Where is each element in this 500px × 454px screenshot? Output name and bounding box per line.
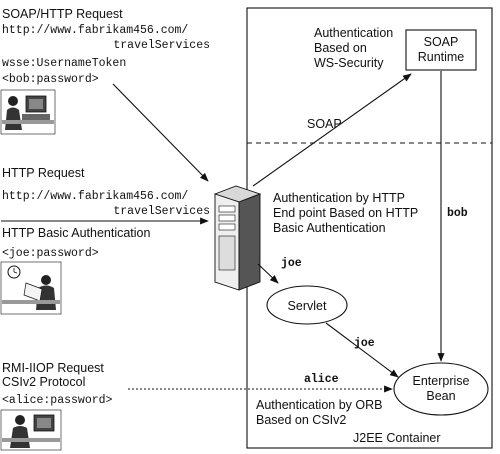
- servlet-to-bean-arrow: [325, 322, 399, 378]
- j2ee-container-label: J2EE Container: [353, 431, 441, 445]
- servlet-node: [266, 285, 348, 325]
- identity-joe-top-label: joe: [281, 257, 302, 270]
- http-credentials: <joe:password>: [2, 247, 99, 260]
- soap-request-title: SOAP/HTTP Request: [2, 7, 123, 21]
- enterprise-bean-node: [393, 362, 489, 416]
- server-to-servlet-arrow: [257, 263, 279, 284]
- rmi-request-title-line1: RMI-IIOP Request: [2, 361, 104, 375]
- ws-security-auth-line3: WS-Security: [314, 56, 384, 70]
- ws-security-auth-line1: Authentication: [314, 26, 393, 40]
- soap-url-line2: travelServices: [113, 39, 210, 52]
- http-request-title: HTTP Request: [2, 166, 85, 180]
- soap-credentials: <bob:password>: [2, 73, 99, 86]
- soap-runtime-label-line2: Runtime: [418, 50, 465, 64]
- soap-url-line1: http://www.fabrikam456.com/: [2, 24, 188, 37]
- http-url-line2: travelServices: [113, 205, 210, 218]
- identity-bob-label: bob: [447, 207, 468, 220]
- http-url-line1: http://www.fabrikam456.com/: [2, 190, 188, 203]
- rmi-credentials: <alice:password>: [2, 394, 113, 407]
- http-auth-line1: Authentication by HTTP: [273, 191, 405, 205]
- http-basic-auth-label: HTTP Basic Authentication: [2, 226, 151, 240]
- soap-request-arrow: [112, 83, 209, 182]
- rmi-request-title-line2: CSIv2 Protocol: [2, 375, 85, 389]
- soap-runtime-box: [405, 29, 477, 71]
- http-auth-line2: End point Based on HTTP: [273, 206, 418, 220]
- server-to-soap-runtime-arrow: [252, 73, 412, 187]
- identity-alice-label: alice: [304, 373, 339, 386]
- ws-security-auth-line2: Based on: [314, 41, 367, 55]
- user-at-computer-icon: [0, 89, 56, 135]
- soap-runtime-label-line1: SOAP: [424, 35, 459, 49]
- http-auth-line3: Basic Authentication: [273, 221, 386, 235]
- soap-token-line: wsse:UsernameToken: [2, 57, 126, 70]
- user-reading-icon: [0, 261, 62, 315]
- user-at-workstation-icon: [0, 409, 62, 451]
- identity-joe-bottom-label: joe: [354, 337, 375, 350]
- server-icon: [213, 185, 262, 291]
- enterprise-bean-label-line2: Bean: [426, 389, 455, 403]
- orb-auth-line1: Authentication by ORB: [256, 398, 382, 412]
- servlet-label: Servlet: [288, 299, 327, 313]
- soap-zone-label: SOAP: [307, 117, 342, 131]
- enterprise-bean-label-line1: Enterprise: [413, 374, 470, 388]
- orb-auth-line2: Based on CSIv2: [256, 413, 346, 427]
